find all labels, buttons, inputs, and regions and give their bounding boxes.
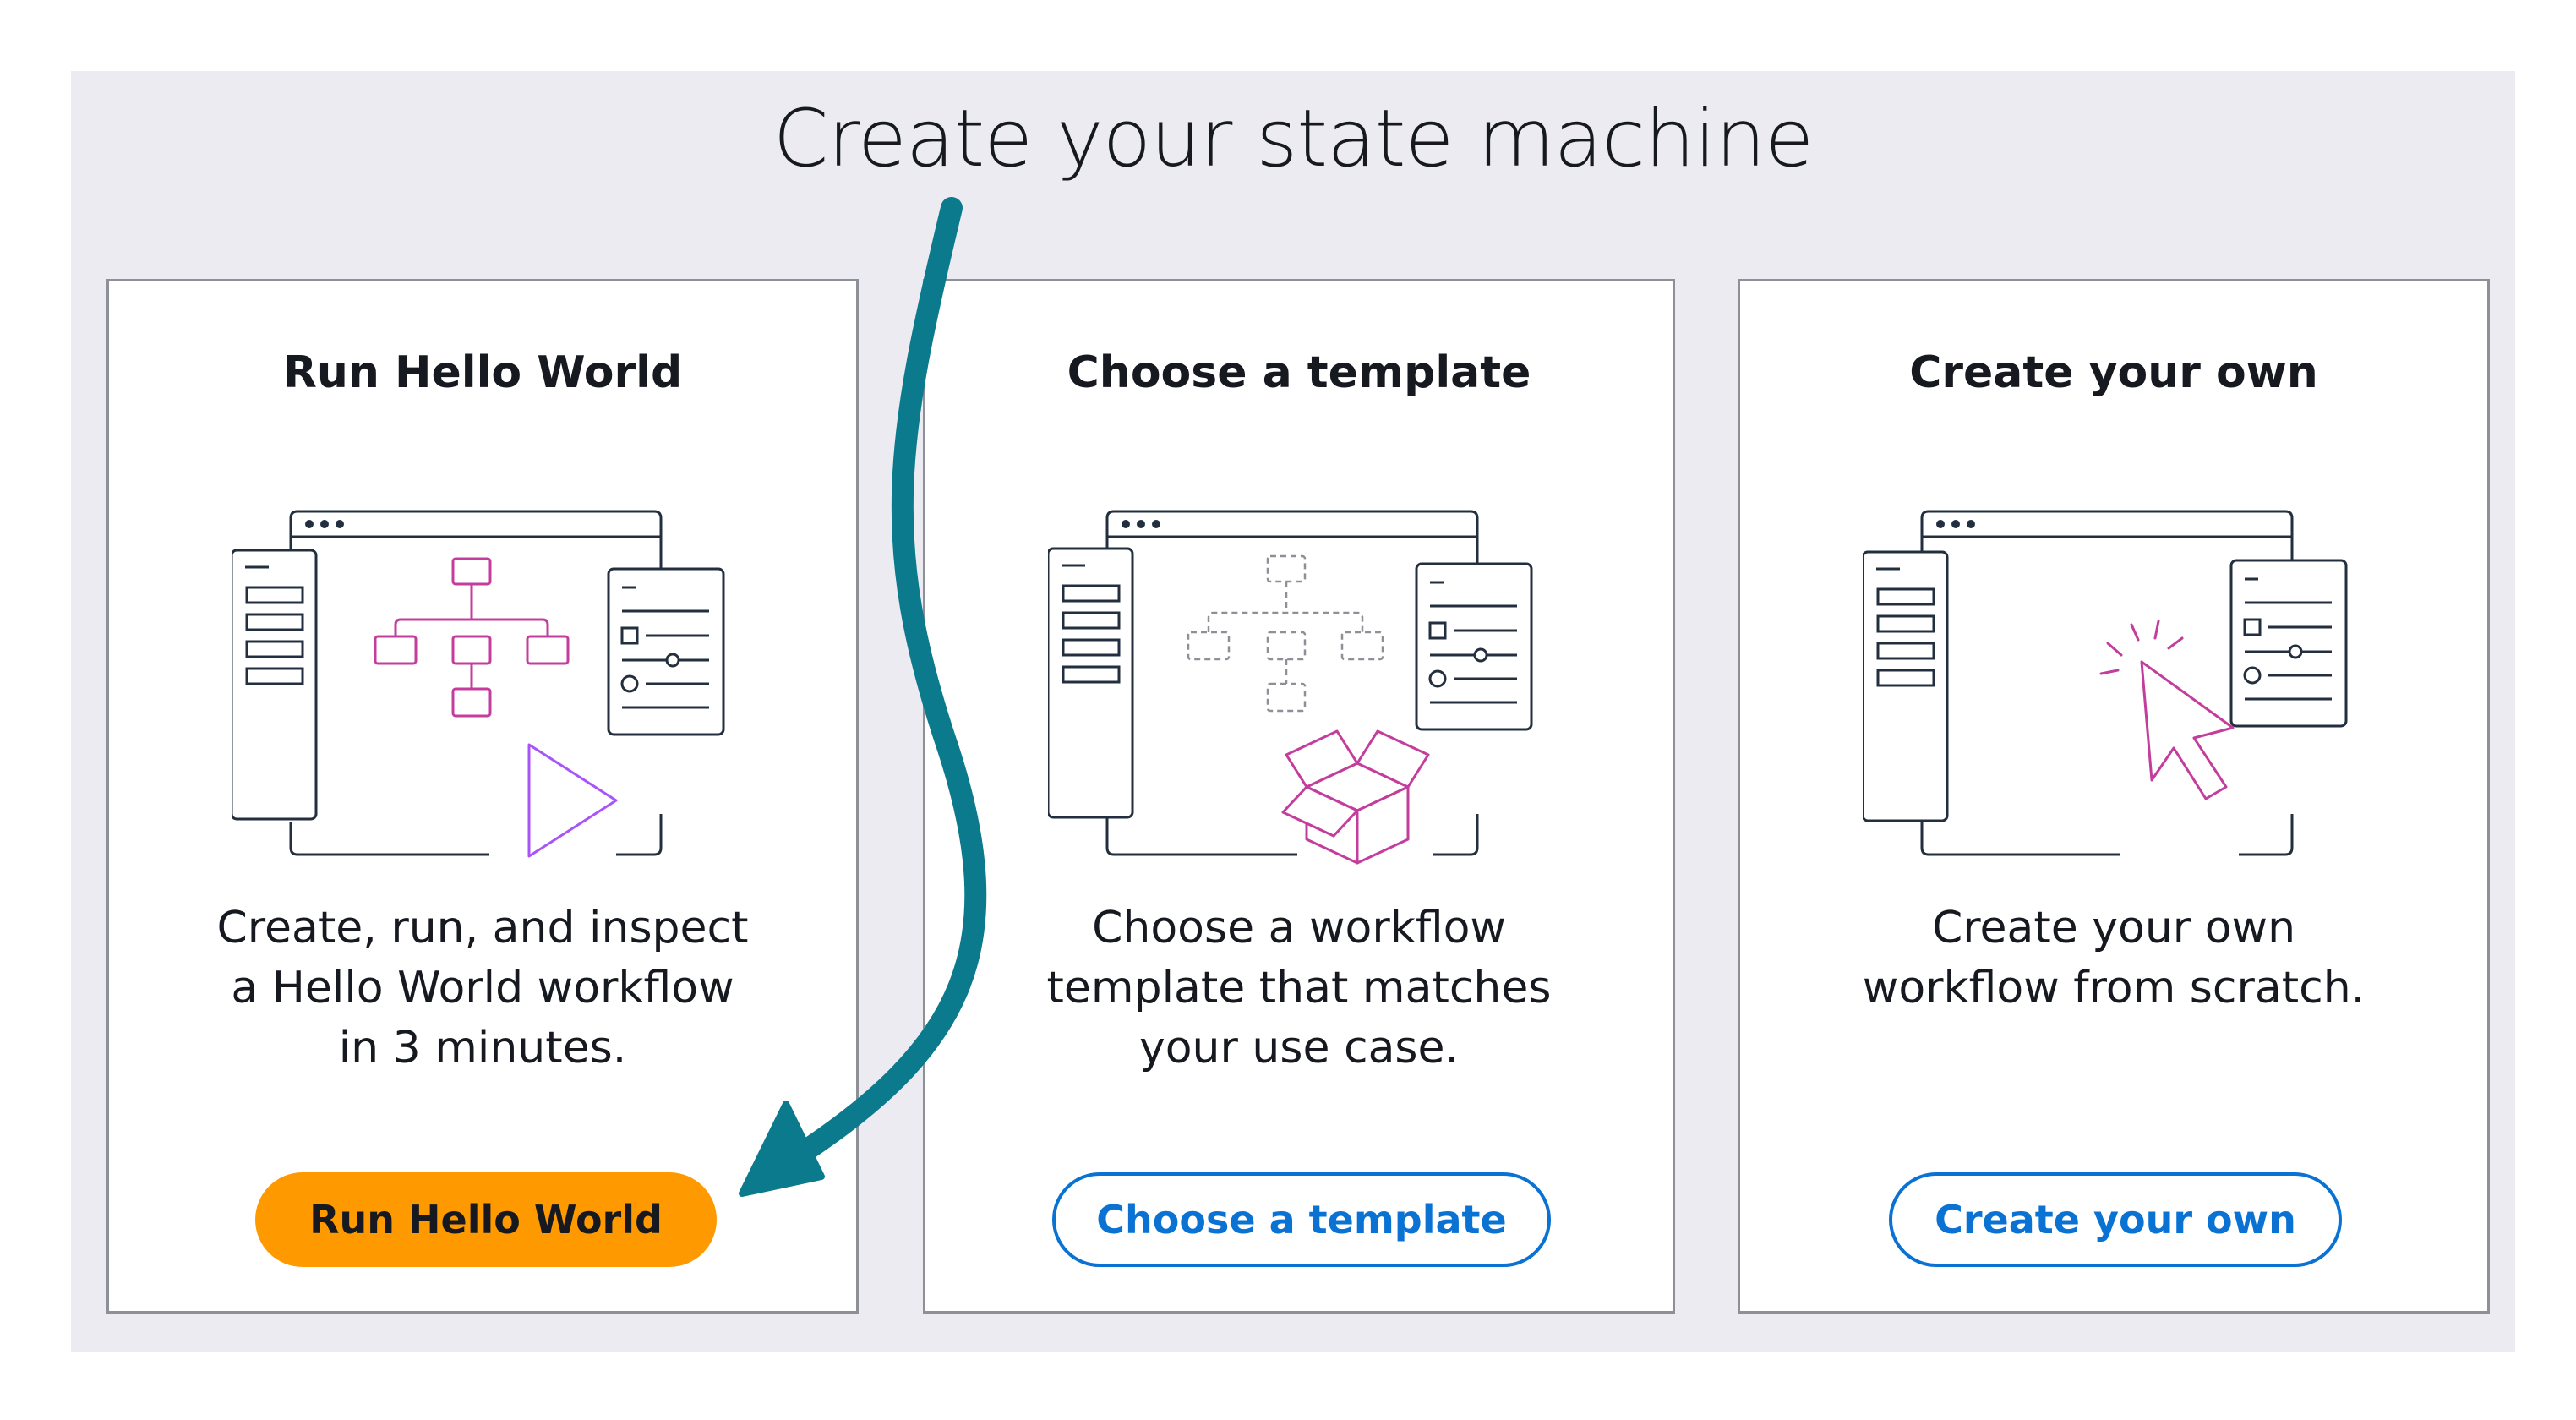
card-title: Run Hello World	[282, 347, 683, 398]
card-create-your-own: Create your own	[1738, 279, 2490, 1314]
card-run-hello-world: Run Hello World	[106, 279, 859, 1314]
card-description: Choose a workflow template that matches …	[1046, 903, 1552, 1073]
page-title: Create your state machine	[772, 93, 1814, 185]
card-description: Create your own workflow from scratch.	[1862, 903, 2366, 1013]
card-title: Choose a template	[1067, 347, 1531, 398]
cursor-click-illustration-icon	[1863, 510, 2348, 856]
template-box-illustration-icon	[1048, 510, 1533, 865]
choose-template-button[interactable]: Choose a template	[1052, 1172, 1551, 1267]
card-title: Create your own	[1909, 347, 2318, 398]
run-hello-world-button[interactable]: Run Hello World	[255, 1172, 717, 1267]
workflow-play-illustration-icon	[232, 510, 725, 858]
card-choose-template: Choose a template	[923, 279, 1675, 1314]
create-your-own-button[interactable]: Create your own	[1889, 1172, 2342, 1267]
card-description: Create, run, and inspect a Hello World w…	[216, 903, 749, 1073]
